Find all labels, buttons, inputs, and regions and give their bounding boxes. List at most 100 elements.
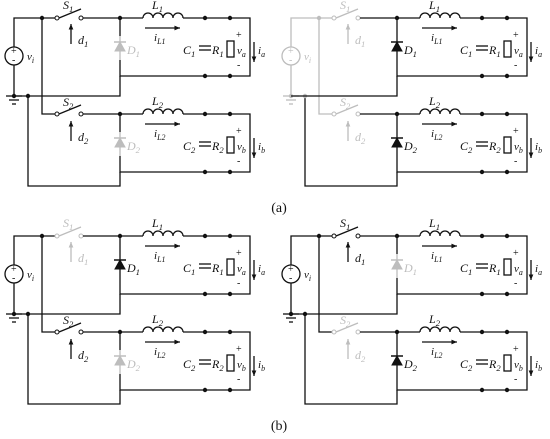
- current-l2-label: iL2: [431, 346, 442, 360]
- source-plus: +: [288, 46, 294, 57]
- junction-dot: [479, 169, 485, 175]
- switch-1-contact-a: [331, 15, 337, 21]
- vout-a-minus: -: [237, 278, 240, 289]
- junction-dot: [227, 233, 233, 239]
- vout-b-label: vb: [237, 359, 246, 373]
- inductor-2-label: L2: [428, 312, 441, 328]
- duty-1-arrow-head: [68, 24, 74, 30]
- vout-a-minus: -: [237, 60, 240, 71]
- vout-a-label: va: [514, 45, 523, 59]
- current-l1-label: iL1: [431, 32, 442, 46]
- resistor-1: [503, 258, 512, 276]
- switch-1-contact-a: [54, 15, 60, 21]
- iout-a-arrow-head: [528, 274, 534, 280]
- iout-b-label: ib: [535, 359, 542, 373]
- junction-dot: [202, 387, 208, 393]
- resistor-1: [226, 258, 235, 276]
- switch-1-contact-b: [78, 15, 84, 21]
- vout-a-label: va: [514, 263, 523, 277]
- branch2-feed: [41, 236, 55, 333]
- resistor-1-label: R1: [488, 261, 501, 277]
- switch-2-contact-a: [54, 111, 60, 117]
- cap-2-label: C2: [183, 357, 196, 373]
- return-wire: [27, 96, 121, 187]
- cap-1-gap: [472, 260, 492, 272]
- iout-b-label: ib: [258, 359, 265, 373]
- resistor-2-label: R2: [211, 139, 224, 155]
- vout-b-label: vb: [237, 141, 246, 155]
- iout-b-arrow-head: [251, 370, 257, 376]
- cap-2-label: C2: [460, 139, 473, 155]
- diode-1: [114, 258, 126, 270]
- duty-1-label: d1: [78, 251, 88, 267]
- junction-dot: [479, 111, 485, 117]
- resistor-1: [503, 40, 512, 58]
- iout-b-arrow-head: [251, 152, 257, 158]
- diode-2: [391, 136, 403, 148]
- switch-2-contact-b: [78, 111, 84, 117]
- junction-dot: [227, 111, 233, 117]
- switch-1-blade: [335, 226, 359, 237]
- current-l2-label: iL2: [154, 128, 165, 142]
- cap-2-label: C2: [460, 357, 473, 373]
- junction-dot: [504, 15, 510, 21]
- vout-b-plus: +: [236, 126, 242, 137]
- switch-2-contact-b: [355, 111, 361, 117]
- vout-b-plus: +: [513, 344, 519, 355]
- duty-2-arrow-head: [68, 121, 74, 127]
- current-l1-arrow-head: [174, 243, 180, 249]
- junction-dot: [202, 329, 208, 335]
- diode-2: [114, 354, 126, 366]
- cap-2-gap: [472, 138, 492, 150]
- duty-2-label: d2: [355, 130, 366, 146]
- resistor-2: [226, 354, 235, 372]
- junction-dot: [227, 73, 233, 79]
- inductor-2-label: L2: [151, 312, 164, 328]
- duty-2-label: d2: [78, 130, 89, 146]
- duty-2-label: d2: [78, 348, 89, 364]
- source-minus: -: [12, 55, 15, 66]
- resistor-1-label: R1: [211, 261, 224, 277]
- junction-dot: [479, 233, 485, 239]
- switch-1-blade: [58, 8, 82, 19]
- diode-2-label: D2: [403, 357, 418, 373]
- diode-1-label: D1: [126, 43, 140, 59]
- vout-b-plus: +: [236, 344, 242, 355]
- source-plus: +: [11, 264, 17, 275]
- junction-dot: [504, 387, 510, 393]
- diode-2-label: D2: [126, 357, 141, 373]
- inductor-1-label: L1: [428, 216, 440, 232]
- switch-1-contact-a: [331, 233, 337, 239]
- resistor-2: [503, 354, 512, 372]
- junction-dot: [504, 73, 510, 79]
- vout-a-plus: +: [236, 248, 242, 259]
- ground-rail: [291, 76, 398, 97]
- duty-2-arrow-head: [345, 339, 351, 345]
- cap-1-gap: [195, 260, 215, 272]
- switch-1-label: S1: [340, 216, 350, 232]
- switch-1-contact-b: [355, 15, 361, 21]
- resistor-2: [503, 136, 512, 154]
- cap-1-label: C1: [183, 43, 195, 59]
- inductor-2: [142, 108, 184, 115]
- junction-dot: [504, 111, 510, 117]
- switch-2-blade: [58, 322, 82, 333]
- current-l1-arrow-head: [451, 243, 457, 249]
- inductor-2: [419, 326, 461, 333]
- vout-a-label: va: [237, 263, 246, 277]
- cap-1-label: C1: [460, 43, 472, 59]
- branch2-feed: [318, 236, 332, 333]
- return-wire: [304, 314, 398, 405]
- cap-1-label: C1: [460, 261, 472, 277]
- source-top-wire: [290, 17, 332, 47]
- diode-1: [391, 40, 403, 52]
- junction-dot: [504, 291, 510, 297]
- vout-b-label: vb: [514, 141, 523, 155]
- duty-1-arrow-head: [345, 24, 351, 30]
- inductor-2-label: L2: [428, 94, 441, 110]
- iout-a-label: ia: [258, 263, 265, 277]
- cap-2-gap: [472, 356, 492, 368]
- vout-b-minus: -: [514, 374, 517, 385]
